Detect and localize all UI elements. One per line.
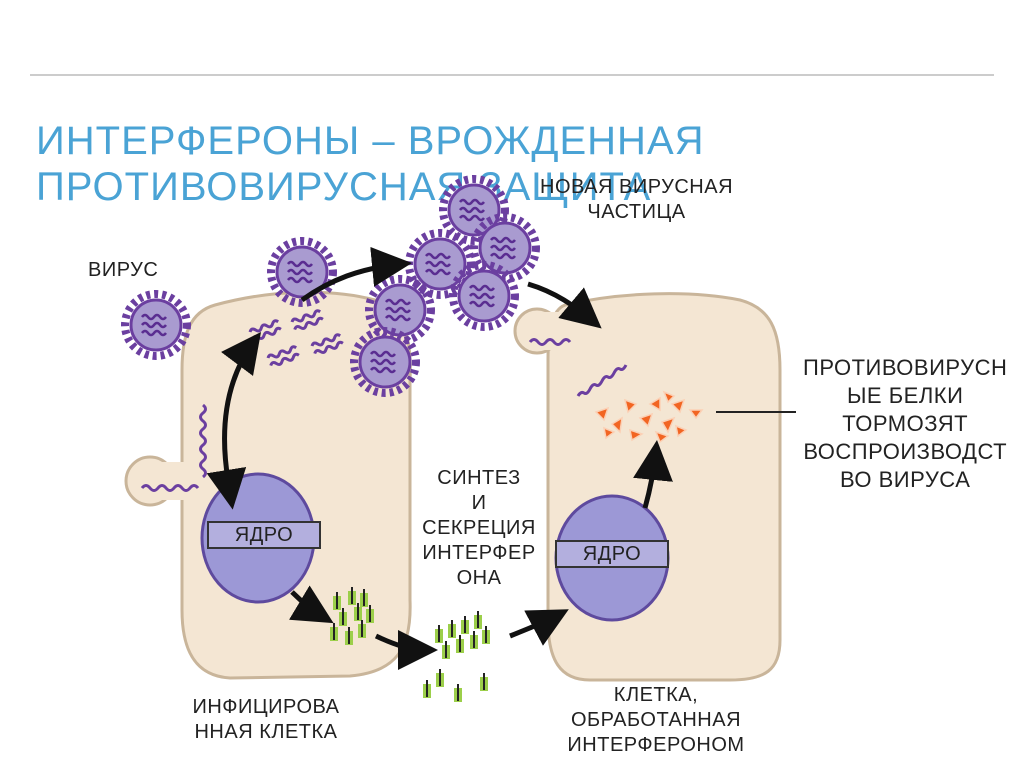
infected-label-line-2: ННАЯ КЛЕТКА xyxy=(194,721,338,743)
new-particle-label-line-2: ЧАСТИЦА xyxy=(587,201,686,223)
synthesis-label-line-4: ИНТЕРФЕР xyxy=(422,542,536,564)
viral-rna-strand xyxy=(199,403,207,479)
antiviral-label-line-5: ВО ВИРУСА xyxy=(839,467,971,492)
treated-cell xyxy=(513,292,782,682)
new-particle-label: НОВАЯ ВИРУСНАЯ ЧАСТИЦА xyxy=(540,175,733,225)
treated-label-line-2: ОБРАБОТАННАЯ xyxy=(570,709,742,731)
antiviral-label-line-1: ПРОТИВОВИРУСН xyxy=(803,355,1008,380)
antiviral-label-line-4: ВОСПРОИЗВОДСТ xyxy=(803,439,1008,464)
treated-label-line-3: ИНТЕРФЕРОНОМ xyxy=(567,734,745,756)
treated-label-line-1: КЛЕТКА, xyxy=(613,684,699,706)
nucleus-left-label: ЯДРО xyxy=(234,524,294,546)
attaching-virus xyxy=(271,241,333,303)
antiviral-proteins-label: ПРОТИВОВИРУСН ЫЕ БЕЛКИ ТОРМОЗЯТ ВОСПРОИЗ… xyxy=(803,354,1007,494)
synthesis-label-line-3: СЕКРЕЦИЯ xyxy=(422,517,536,539)
antiviral-label-line-3: ТОРМОЗЯТ xyxy=(842,411,969,436)
slide-title: ИНТЕРФЕРОНЫ – ВРОЖДЕННАЯ ПРОТИВОВИРУСНАЯ… xyxy=(36,118,705,210)
title-line-2: ПРОТИВОВИРУСНАЯ ЗАЩИТА xyxy=(36,165,652,209)
new-particle-label-line-1: НОВАЯ ВИРУСНАЯ xyxy=(540,176,734,198)
nucleus-right xyxy=(554,494,670,622)
header-divider xyxy=(30,74,994,76)
viral-rna-strand xyxy=(140,484,200,492)
incoming-virus xyxy=(125,294,187,356)
process-arrows xyxy=(206,246,673,670)
viral-rna-strand xyxy=(528,338,572,346)
infected-label-line-1: ИНФИЦИРОВА xyxy=(192,696,340,718)
infected-cell-label: ИНФИЦИРОВА ННАЯ КЛЕТКА xyxy=(168,695,364,745)
viral-rna-strand xyxy=(576,364,628,397)
virus-label: ВИРУС xyxy=(88,259,159,281)
new-virus-particle xyxy=(453,265,515,327)
title-line-1: ИНТЕРФЕРОНЫ – ВРОЖДЕННАЯ xyxy=(36,119,705,163)
synthesis-label: СИНТЕЗ И СЕКРЕЦИЯ ИНТЕРФЕР ОНА xyxy=(414,466,544,591)
synthesis-label-line-2: И xyxy=(471,492,487,514)
antiviral-proteins xyxy=(594,390,704,444)
antiviral-label-line-2: ЫЕ БЕЛКИ xyxy=(846,383,964,408)
synthesis-label-line-1: СИНТЕЗ xyxy=(437,467,521,489)
new-virus-particle xyxy=(354,331,416,393)
synthesis-label-line-5: ОНА xyxy=(456,567,502,589)
nucleus-right-label: ЯДРО xyxy=(582,543,642,565)
treated-cell-label: КЛЕТКА, ОБРАБОТАННАЯ ИНТЕРФЕРОНОМ xyxy=(540,683,772,758)
